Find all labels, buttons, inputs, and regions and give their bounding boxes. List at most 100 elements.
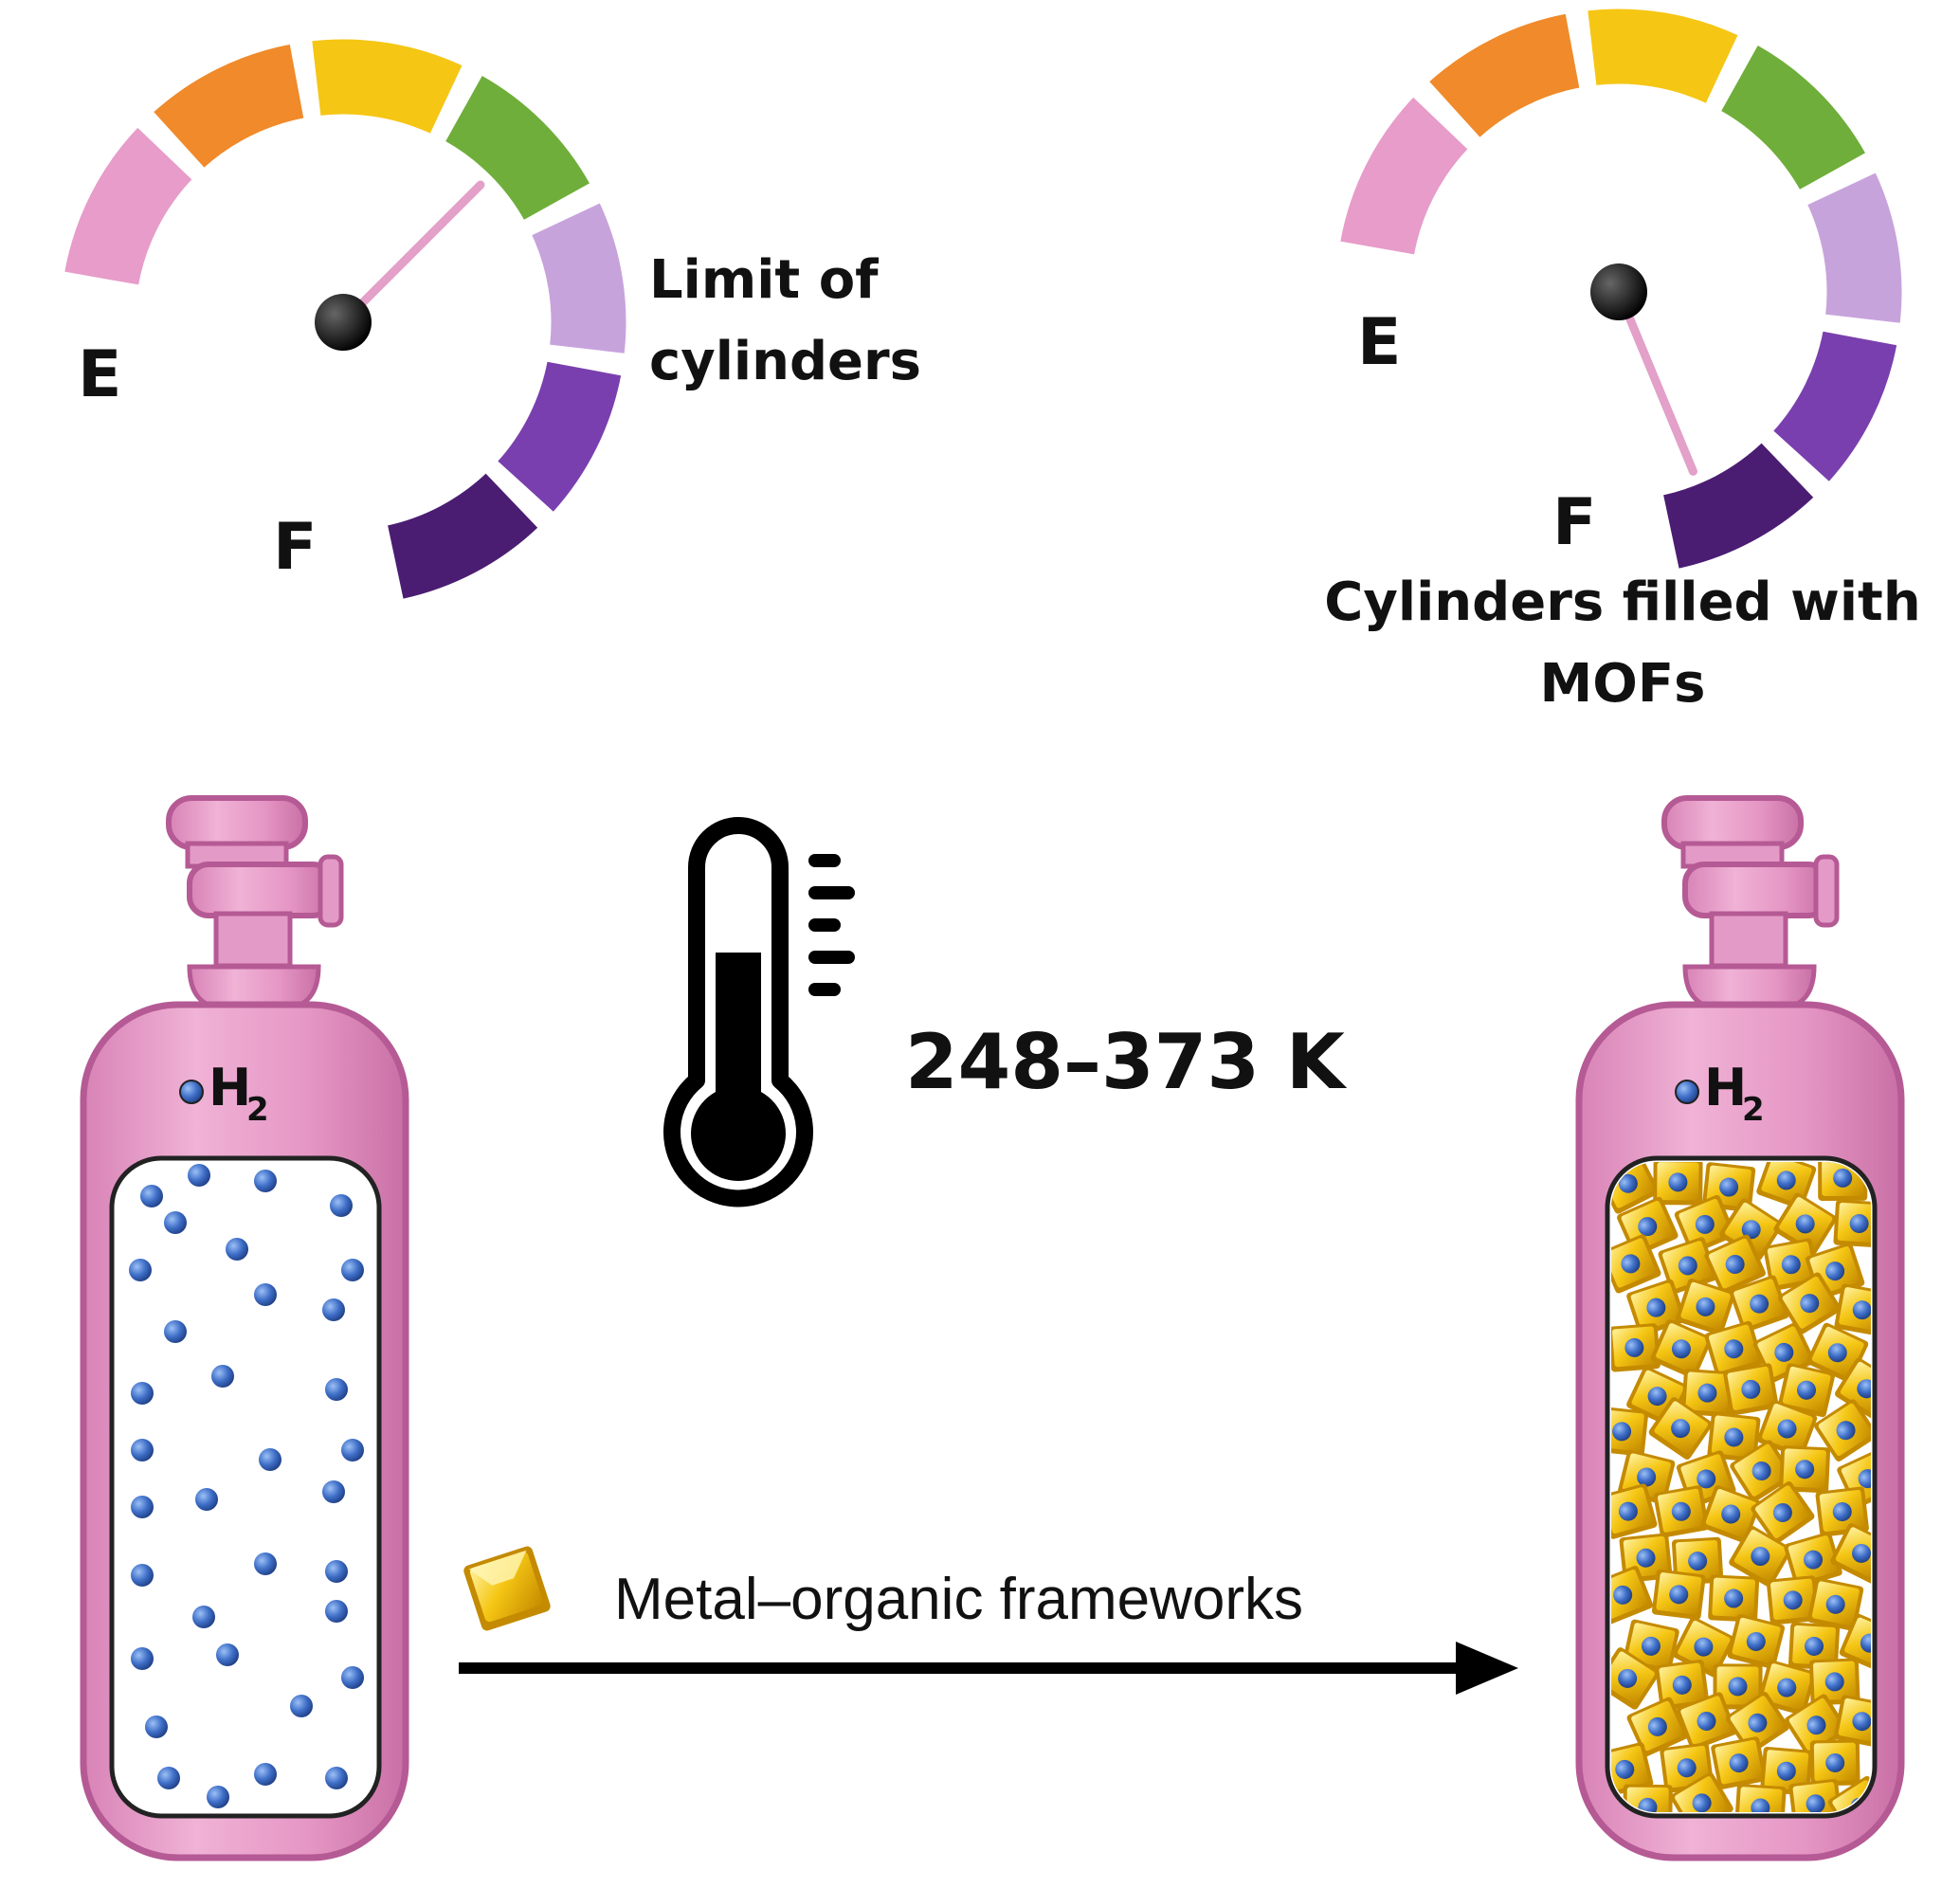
- hydrogen-atom: [1641, 1636, 1661, 1656]
- hydrogen-atom: [1624, 1337, 1644, 1357]
- hydrogen-atom: [322, 1298, 345, 1321]
- mof-crystal: [1766, 1575, 1820, 1625]
- hydrogen-atom: [1636, 1548, 1656, 1568]
- hydrogen-atom: [1724, 1339, 1744, 1359]
- mof-crystal: [1670, 1771, 1733, 1812]
- hydrogen-atom: [1671, 1339, 1691, 1359]
- hydrogen-atom: [254, 1170, 277, 1192]
- hydrogen-atom: [188, 1164, 210, 1187]
- mof-crystal: [1704, 1320, 1764, 1377]
- mof-crystal: [1674, 1194, 1735, 1254]
- gauge-right-segments: [1336, 6, 1905, 572]
- mof-crystal: [1833, 1199, 1871, 1248]
- mof-crystal: [1751, 1480, 1815, 1544]
- left-gauge-segment: [61, 123, 196, 288]
- hydrogen-atom: [145, 1716, 168, 1738]
- mof-crystal: [1730, 1440, 1793, 1502]
- mof-crystal: [1611, 1234, 1661, 1294]
- hydrogen-atom: [1678, 1256, 1697, 1276]
- cylinder-right-gas-subscript: 2: [1742, 1091, 1765, 1129]
- left-gauge-segment: [309, 36, 466, 137]
- hydrogen-atom: [1719, 1177, 1739, 1197]
- hydrogen-atom: [325, 1378, 348, 1401]
- left-gauge-segment: [150, 41, 307, 172]
- hydrogen-atom: [1804, 1550, 1824, 1570]
- hydrogen-atom: [1668, 1172, 1688, 1192]
- mof-crystal: [1651, 1569, 1706, 1620]
- mof-crystal: [1778, 1272, 1842, 1334]
- hydrogen-atom: [1832, 1502, 1852, 1522]
- mof-crystal: [1763, 1238, 1820, 1291]
- gauge-right-needle: [1614, 287, 1697, 476]
- hydrogen-atom: [1825, 1752, 1845, 1772]
- gauge-right-full-label: F: [1552, 485, 1596, 560]
- left-gauge-segment: [528, 199, 629, 356]
- right-gauge-segment: [1585, 6, 1742, 107]
- hydrogen-atom: [1638, 1217, 1658, 1237]
- hydrogen-atom: [207, 1786, 229, 1808]
- hydrogen-atom: [1671, 1501, 1691, 1521]
- mof-crystal: [1814, 1399, 1871, 1461]
- hydrogen-atom: [131, 1564, 154, 1587]
- gauge-right-caption-line1: Cylinders filled with: [1324, 572, 1920, 633]
- hydrogen-atom: [1612, 1422, 1632, 1442]
- mof-crystal: [1611, 1407, 1649, 1457]
- cylinder-left-gas-subscript: 2: [246, 1091, 269, 1129]
- hydrogen-atom: [1618, 1501, 1638, 1521]
- hydrogen-atom: [325, 1600, 348, 1623]
- hydrogen-atom: [1748, 1713, 1768, 1733]
- right-gauge-segment: [1425, 10, 1583, 141]
- hydrogen-atom: [1852, 1300, 1871, 1320]
- mof-crystal: [1704, 1234, 1766, 1295]
- mof-crystal: [1773, 1192, 1837, 1255]
- hydrogen-atom: [1618, 1668, 1638, 1688]
- hydrogen-atom: [195, 1488, 218, 1511]
- mof-crystal: [1729, 1525, 1792, 1588]
- mof-legend-label: Metal–organic frameworks: [614, 1567, 1303, 1632]
- gauge-left-empty-label: E: [78, 337, 121, 412]
- left-gauge-segment: [442, 71, 594, 224]
- hydrogen-atom: [164, 1211, 187, 1234]
- hydrogen-atom: [1776, 1171, 1796, 1190]
- gauge-right: E F Cylinders filled with MOFs: [1324, 6, 1921, 715]
- mof-crystal: [1626, 1279, 1686, 1336]
- hydrogen-atom: [1721, 1504, 1741, 1524]
- hydrogen-atom: [131, 1439, 154, 1461]
- hydrogen-atom: [330, 1194, 353, 1217]
- mof-crystal: [1713, 1663, 1763, 1710]
- hydrogen-atom: [131, 1496, 154, 1518]
- hydrogen-atom: [1637, 1467, 1657, 1487]
- mof-crystal: [1650, 1319, 1713, 1379]
- hydrogen-atom: [1669, 1585, 1689, 1605]
- cylinder-right-mof-crystals: [1611, 1162, 1871, 1812]
- hydrogen-atom: [192, 1606, 215, 1628]
- right-gauge-segment: [1717, 41, 1870, 193]
- cylinder-left-gas-label: H: [209, 1058, 251, 1117]
- hydrogen-atom: [1795, 1460, 1815, 1480]
- hydrogen-atom: [1783, 1590, 1803, 1610]
- mof-crystal: [1779, 1445, 1831, 1494]
- hydrogen-atom: [216, 1643, 239, 1666]
- mof-crystal: [1626, 1697, 1689, 1757]
- arrow-right-icon: [459, 1642, 1518, 1695]
- mof-crystal: [1658, 1237, 1718, 1295]
- hydrogen-atom: [1696, 1297, 1715, 1316]
- mof-crystal: [1648, 1397, 1713, 1460]
- hydrogen-atom: [226, 1238, 248, 1261]
- mof-crystal: [1834, 1283, 1871, 1336]
- hydrogen-atom: [1777, 1678, 1797, 1697]
- hydrogen-atom: [1860, 1633, 1871, 1653]
- gauge-left-full-label: F: [273, 510, 317, 585]
- hydrogen-atom: [1824, 1672, 1844, 1692]
- hydrogen-atom: [254, 1552, 277, 1575]
- mof-crystal: [1653, 1485, 1710, 1538]
- hydrogen-atom: [1781, 1255, 1801, 1275]
- cylinder-left: H 2: [80, 795, 409, 1861]
- hydrogen-atom: [1695, 1214, 1715, 1234]
- hydrogen-atom: [1694, 1637, 1714, 1657]
- mof-crystal: [1707, 1412, 1761, 1462]
- hydrogen-atom: [254, 1763, 277, 1786]
- hydrogen-atom: [1725, 1254, 1745, 1274]
- hydrogen-atom: [254, 1283, 277, 1306]
- hydrogen-atom: [1647, 1387, 1667, 1407]
